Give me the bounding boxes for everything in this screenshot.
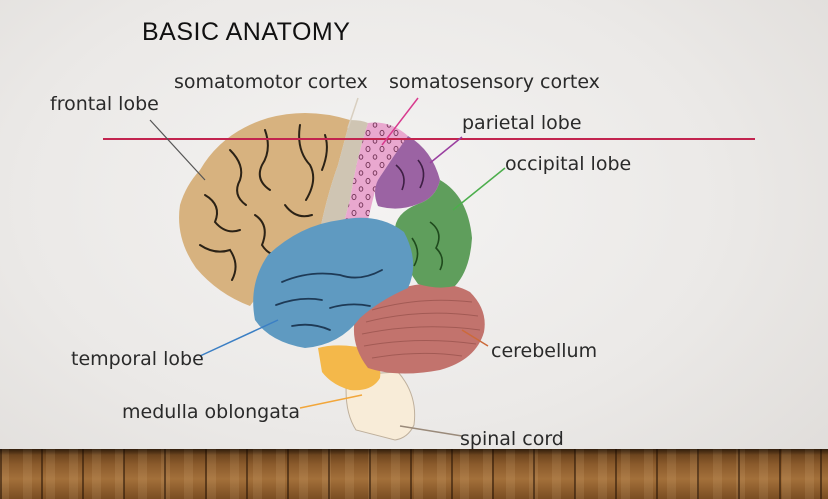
medulla-oblongata-label: medulla oblongata [122, 401, 300, 423]
occipital-leader-line [453, 168, 505, 210]
cerebellum-label: cerebellum [491, 340, 597, 362]
floor-shadow [0, 449, 828, 455]
parietal-leader-line [430, 137, 462, 163]
occipital-lobe-label: occipital lobe [505, 153, 631, 175]
wood-floor [0, 449, 828, 499]
temporal-lobe-label: temporal lobe [71, 348, 204, 370]
spinal-cord-label: spinal cord [460, 428, 564, 450]
somatomotor-cortex-label: somatomotor cortex [174, 71, 368, 93]
frontal-lobe-label: frontal lobe [50, 93, 159, 115]
somatosensory-cortex-label: somatosensory cortex [389, 71, 600, 93]
temporal-leader-line [200, 320, 278, 356]
parietal-lobe-label: parietal lobe [462, 112, 582, 134]
frontal-leader-line [150, 120, 205, 180]
